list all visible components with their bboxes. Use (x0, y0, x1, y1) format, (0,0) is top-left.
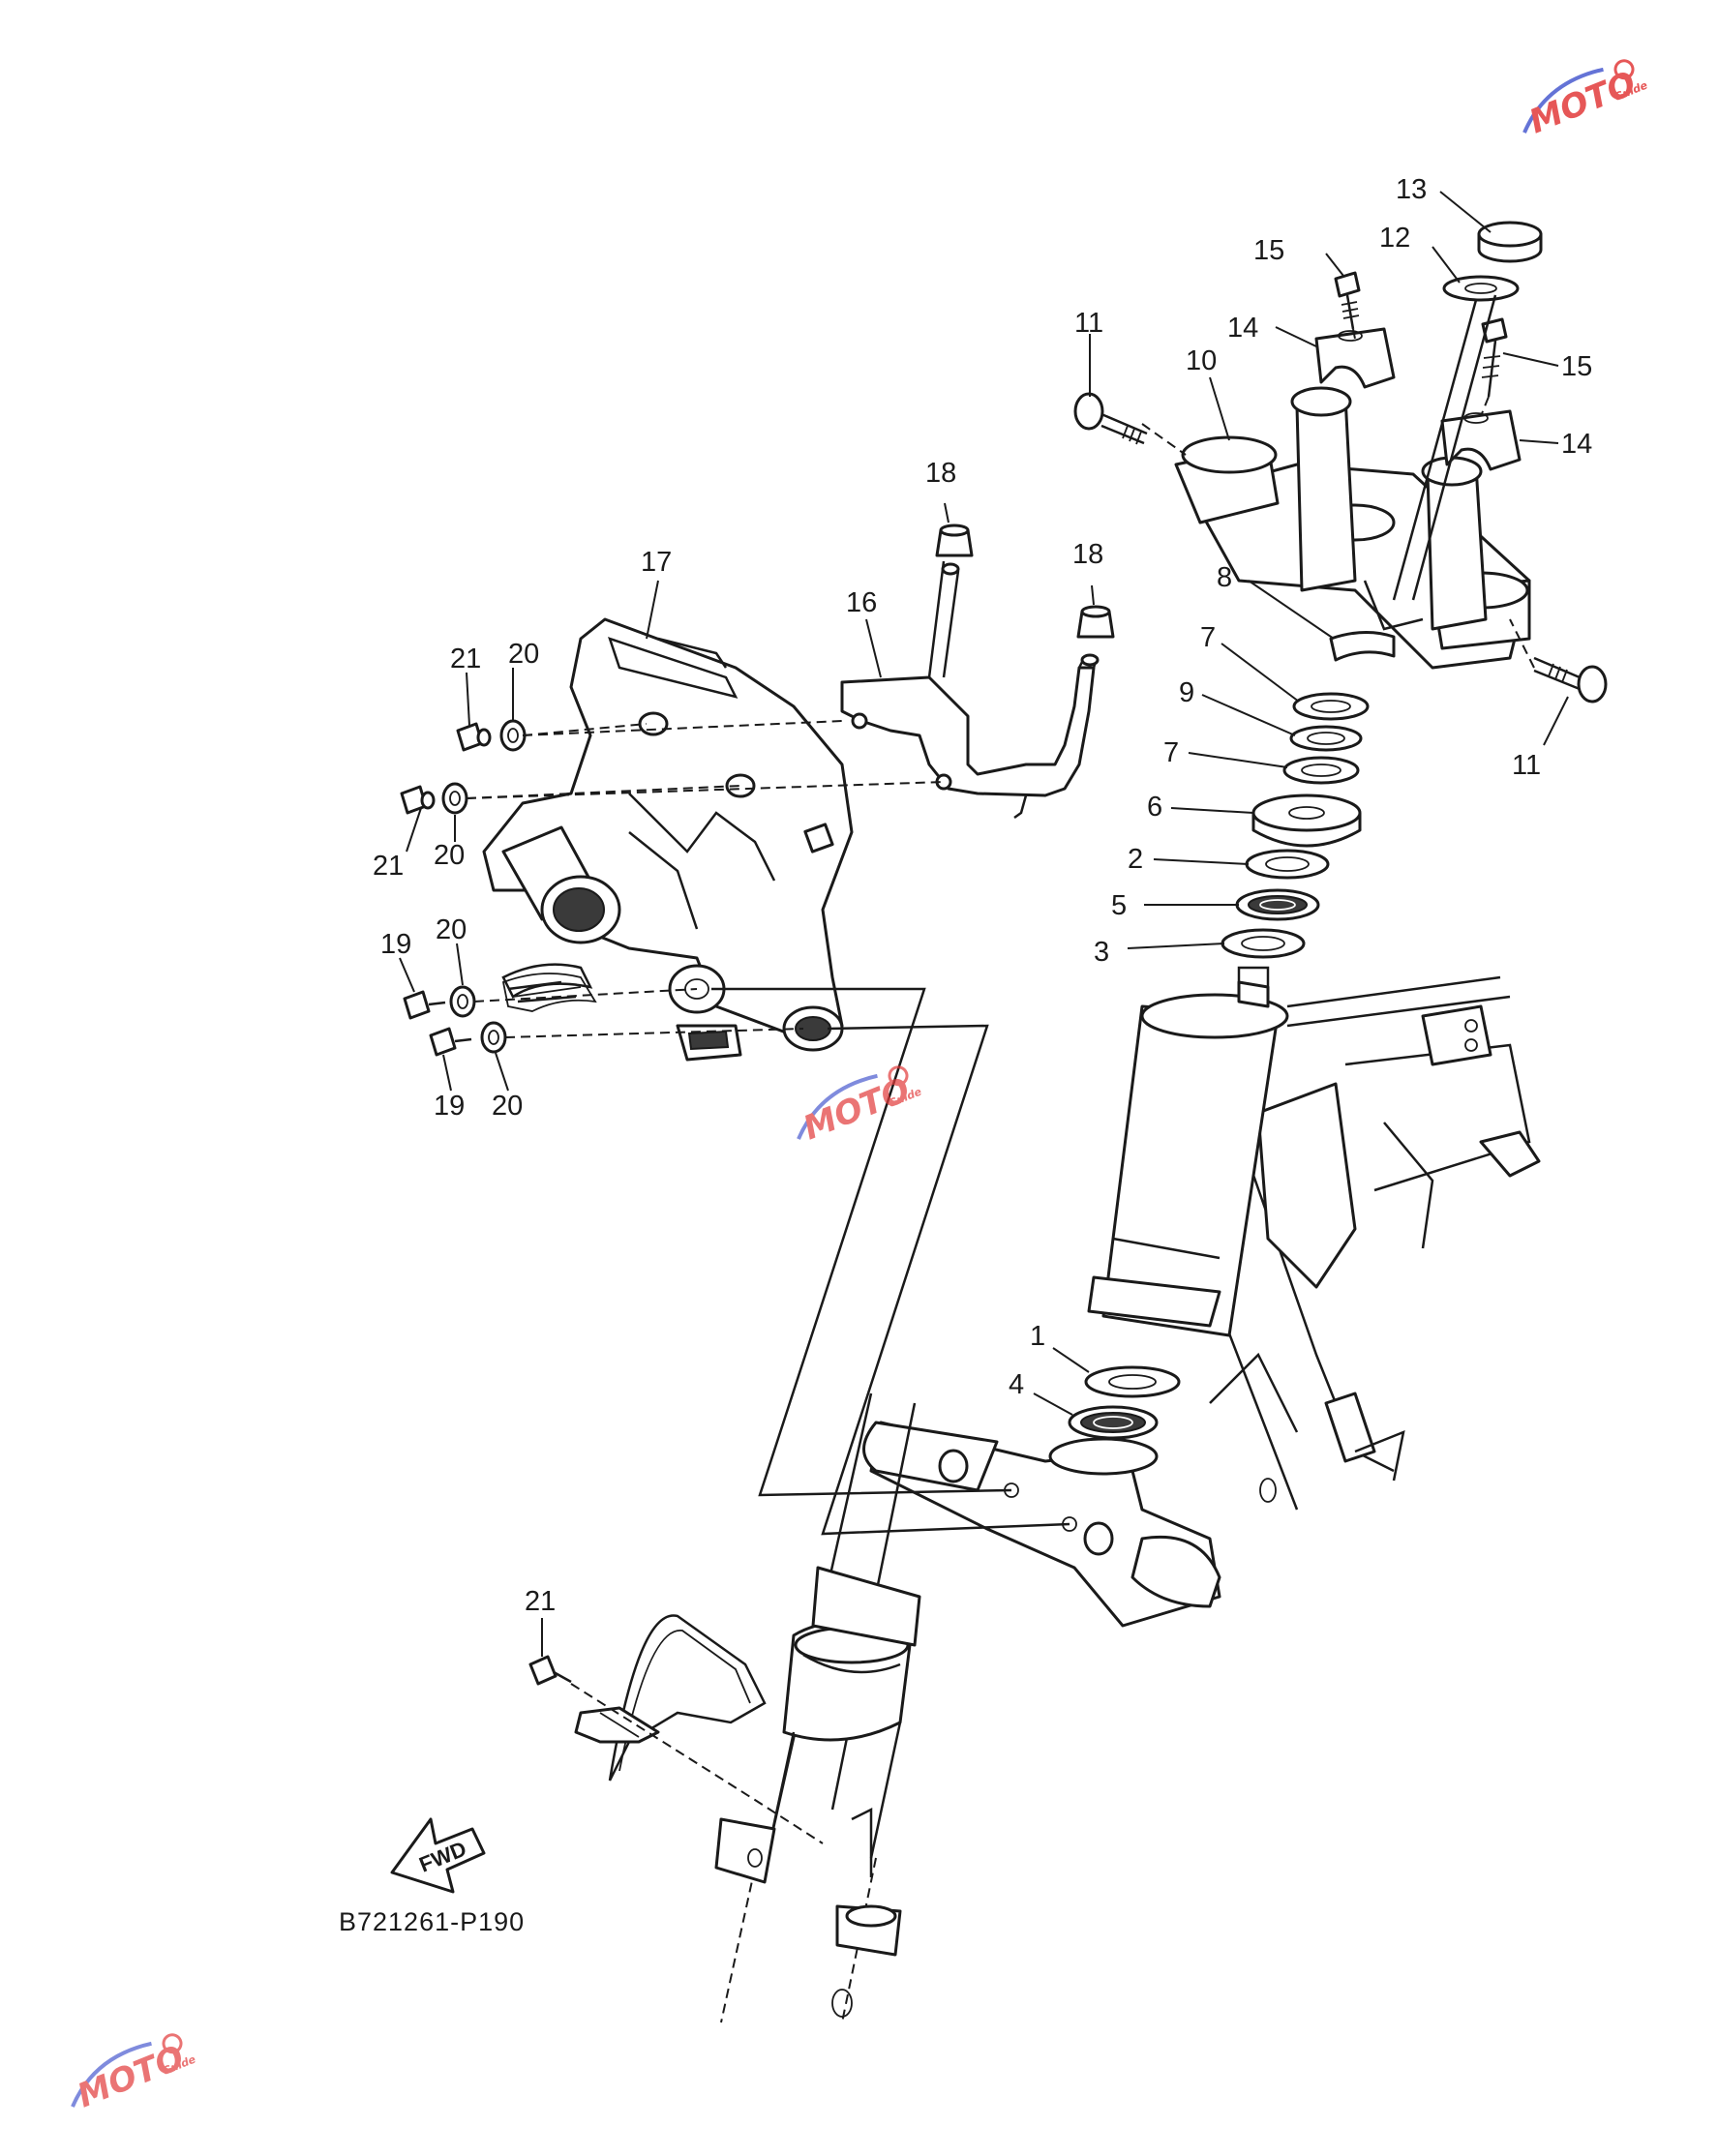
headlight-stay (482, 617, 854, 1062)
callout-14: 14 (1561, 429, 1592, 460)
callout-4: 4 (1009, 1369, 1024, 1400)
assembly-lines (466, 294, 1535, 1844)
callout-20: 20 (436, 914, 467, 945)
callout-9: 9 (1179, 677, 1194, 708)
watermark-logo-top: MOTO Guide (1522, 59, 1650, 141)
upper-bracket (1174, 386, 1531, 670)
washer-20-d (480, 1021, 507, 1054)
handlebar-holder-upper-a (1314, 327, 1396, 389)
leader-lines (399, 191, 1569, 1657)
small-bracket (501, 973, 597, 1012)
callout-20: 20 (434, 840, 465, 871)
callout-21: 21 (450, 644, 481, 674)
frame (1198, 975, 1541, 1511)
grommet-18-a (935, 524, 974, 557)
washer-20-b (441, 782, 468, 815)
callout-1: 1 (1030, 1321, 1045, 1352)
callout-17: 17 (641, 547, 672, 578)
washer-20-a (499, 719, 527, 752)
bolt-15-a (1334, 271, 1361, 330)
callout-10: 10 (1186, 345, 1217, 376)
callout-15: 15 (1561, 351, 1592, 382)
washer-20-c (449, 985, 476, 1018)
watermark-logo-bottom: MOTO Guide (71, 2033, 198, 2115)
steering-stem-nut (1477, 221, 1543, 263)
grommet-18-b (1076, 605, 1115, 639)
diagram-code: B721261-P190 (339, 1907, 525, 1936)
bolt-19-b (429, 1027, 472, 1057)
callout-18: 18 (1072, 539, 1103, 570)
callout-8: 8 (1217, 562, 1232, 593)
callout-21: 21 (525, 1586, 556, 1617)
callout-7: 7 (1163, 737, 1179, 768)
steering-head-tube (1087, 966, 1289, 1337)
front-fork (714, 1392, 921, 2023)
callout-21: 21 (373, 851, 404, 882)
callout-13: 13 (1396, 174, 1427, 205)
callout-6: 6 (1147, 792, 1162, 823)
reflector-bracket (574, 1614, 767, 1782)
callout-labels: 13 15 12 11 14 10 15 14 18 18 17 16 8 7 … (373, 174, 1592, 1617)
bolt-21-a (456, 722, 492, 752)
watermark-logo-middle: MOTO Guide (797, 1065, 924, 1148)
callout-18: 18 (925, 458, 956, 489)
callout-7: 7 (1200, 622, 1216, 653)
handlebar-holder-upper-b (1440, 409, 1522, 471)
callout-19: 19 (434, 1091, 465, 1122)
callout-11: 11 (1512, 750, 1541, 781)
callout-5: 5 (1111, 890, 1127, 921)
steering-stack (1068, 630, 1396, 1440)
callout-2: 2 (1128, 844, 1143, 875)
callout-12: 12 (1379, 223, 1410, 254)
callout-16: 16 (846, 587, 877, 618)
pinch-bolt-11-a (1073, 392, 1148, 445)
bolt-19-a (403, 990, 446, 1020)
callout-11: 11 (1074, 308, 1103, 339)
fwd-arrow: FWD (390, 1817, 486, 1894)
visor-bracket (840, 560, 1100, 820)
callout-3: 3 (1094, 937, 1109, 968)
callout-15: 15 (1253, 235, 1284, 266)
callout-20: 20 (492, 1091, 523, 1122)
pinch-bolt-11-b (1533, 656, 1608, 704)
callout-14: 14 (1227, 313, 1258, 344)
bolt-21-b (400, 785, 436, 815)
washer-12 (1442, 275, 1520, 302)
bolt-21-c (528, 1655, 572, 1686)
callout-20: 20 (508, 639, 539, 670)
callout-19: 19 (380, 929, 411, 960)
